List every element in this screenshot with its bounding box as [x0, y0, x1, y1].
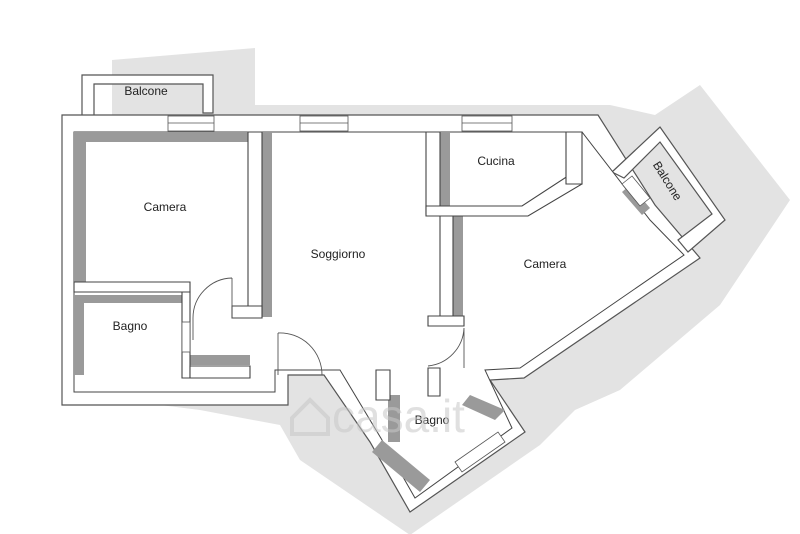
- door-entrance: [277, 332, 323, 376]
- room-label-camera-right: Camera: [524, 257, 567, 271]
- window-bagno-bottom: [454, 431, 506, 473]
- watermark-text: casa.it: [332, 390, 465, 442]
- room-label-bagno-left: Bagno: [113, 319, 148, 333]
- watermark: casa.it: [290, 390, 465, 442]
- house-icon: [290, 397, 330, 436]
- room-label-cucina: Cucina: [477, 154, 515, 168]
- window-soggiorno-2: [461, 115, 513, 132]
- windows: [167, 115, 651, 473]
- room-label-soggiorno: Soggiorno: [311, 247, 366, 261]
- door-camera-left: [192, 277, 233, 319]
- window-soggiorno-1: [299, 115, 349, 132]
- window-camera-left: [167, 115, 215, 132]
- door-swings: [192, 277, 465, 376]
- room-label-camera-left: Camera: [144, 200, 187, 214]
- door-camera-right: [427, 327, 465, 368]
- room-label-balcone-top: Balcone: [124, 84, 168, 98]
- window-bagno-left: [181, 321, 191, 353]
- interior-walls: [73, 131, 583, 401]
- window-camera-right: [621, 175, 651, 207]
- room-label-bagno-bottom: Bagno: [415, 413, 450, 427]
